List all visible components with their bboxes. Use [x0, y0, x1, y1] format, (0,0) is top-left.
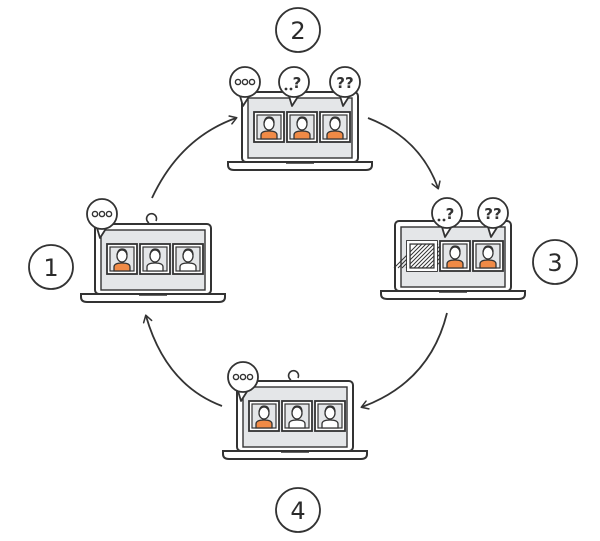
cycle-arrow-icon [367, 117, 441, 190]
laptop-step-1 [80, 198, 226, 303]
step-1-badge: 1 [28, 244, 74, 290]
frozen-video-tile-icon [393, 240, 459, 272]
step-1-number: 1 [43, 254, 58, 282]
speech-bubble-double-question-icon: ?? [329, 66, 361, 107]
bubble-question-marks: ?? [484, 205, 501, 223]
person-avatar-icon [248, 400, 280, 432]
webcam-icon [287, 369, 300, 381]
speech-bubble-typing-icon [227, 361, 259, 402]
person-avatar-icon [319, 111, 351, 143]
bubble-question-mark: ? [446, 205, 455, 223]
step-4-number: 4 [290, 497, 305, 525]
person-avatar-icon [314, 400, 346, 432]
cycle-arrow-icon [142, 314, 223, 407]
step-2-badge: 2 [275, 7, 321, 53]
cycle-arrow-icon [360, 312, 448, 410]
laptop-step-3: ??? [380, 197, 526, 300]
laptop-step-2: ??? [227, 66, 373, 171]
laptop-step-4 [222, 361, 368, 460]
laptop-base [80, 293, 226, 303]
speech-bubble-typing-icon [86, 198, 118, 239]
laptop-base [380, 290, 526, 300]
person-avatar-icon [281, 400, 313, 432]
person-avatar-icon [472, 240, 504, 272]
laptop-base [227, 161, 373, 171]
person-avatar-icon [253, 111, 285, 143]
laptop-base [222, 450, 368, 460]
person-avatar-icon [139, 243, 171, 275]
person-avatar-icon [439, 240, 471, 272]
person-avatar-icon [106, 243, 138, 275]
step-2-number: 2 [290, 17, 305, 45]
speech-bubble-double-question-icon: ?? [477, 197, 509, 238]
step-4-badge: 4 [275, 487, 321, 533]
speech-bubble-typing-icon [229, 66, 261, 107]
bubble-question-mark: ? [293, 74, 302, 92]
cycle-arrow-icon [151, 115, 238, 199]
speech-bubble-question-icon: ? [278, 66, 310, 107]
step-3-badge: 3 [532, 239, 578, 285]
webcam-icon [145, 212, 158, 224]
person-avatar-icon [172, 243, 204, 275]
speech-bubble-question-icon: ? [431, 197, 463, 238]
step-3-number: 3 [547, 249, 562, 277]
person-avatar-icon [286, 111, 318, 143]
bubble-question-marks: ?? [336, 74, 353, 92]
